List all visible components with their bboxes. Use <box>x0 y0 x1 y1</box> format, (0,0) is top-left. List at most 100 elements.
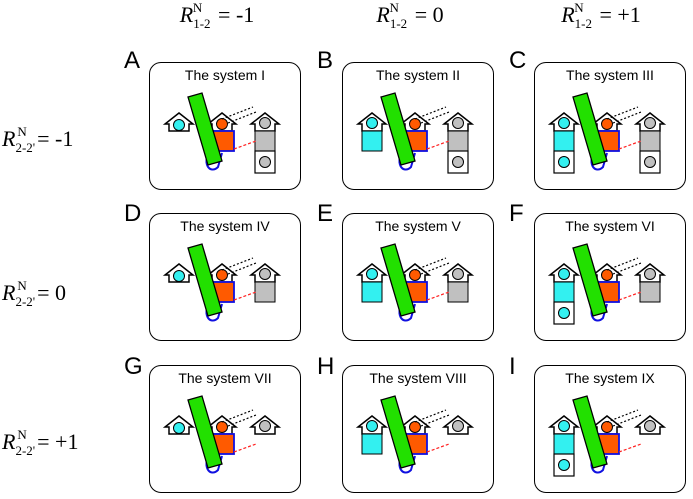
column-header-superscript: N <box>192 0 203 15</box>
orange-circle <box>216 118 228 130</box>
panel-letter-d: D <box>124 200 142 227</box>
row-header-relation: = +1 <box>37 429 79 454</box>
panel-letter-i: I <box>509 353 516 380</box>
gray-circle <box>644 420 656 432</box>
cyan-circle <box>173 119 185 131</box>
row-header-superscript: N <box>17 124 27 139</box>
panel-letter-e: E <box>317 200 334 227</box>
red-dashed-link <box>426 291 450 301</box>
red-dashed-link <box>426 140 450 150</box>
gray-square <box>447 281 469 303</box>
cyan-square <box>553 433 575 455</box>
gray-circle <box>452 117 464 129</box>
panel-letter-h: H <box>317 353 335 380</box>
green-bar <box>187 395 223 469</box>
cyan-circle <box>558 117 570 129</box>
orange-circle <box>216 421 228 433</box>
red-dashed-link <box>426 443 450 453</box>
red-dashed-link <box>618 140 642 150</box>
panel-system-8: The system VIII <box>342 365 494 493</box>
panel-letter-b: B <box>317 47 334 74</box>
panel-system-4: The system IV <box>149 213 301 341</box>
green-bar <box>380 243 416 317</box>
panel-letter-c: C <box>509 47 527 74</box>
gray-circle <box>259 268 271 280</box>
cyan-circle <box>366 117 378 129</box>
column-header-subscript: 1-2 <box>193 16 211 31</box>
black-dashed-link <box>221 106 254 120</box>
system-diagram <box>355 395 475 474</box>
column-header-symbol: R <box>376 2 390 27</box>
black-dashed-link <box>420 111 450 124</box>
system-diagram <box>355 92 475 174</box>
gray-square <box>254 130 276 152</box>
cyan-square <box>553 281 575 303</box>
panel-title: The system VI <box>565 218 655 234</box>
cyan-circle <box>558 156 570 168</box>
orange-circle <box>409 421 421 433</box>
red-dashed-link <box>233 140 257 150</box>
gray-circle <box>644 117 656 129</box>
cyan-circle <box>558 307 570 319</box>
panel-title: The system III <box>566 67 654 83</box>
column-header-subscript: 1-2 <box>574 16 592 31</box>
column-header-relation: = -1 <box>212 2 255 27</box>
red-dashed-link <box>618 443 642 453</box>
column-header-3: R1-2N = +1 <box>531 0 671 31</box>
panel-system-5: The system V <box>342 213 494 341</box>
panel-title: The system I <box>184 67 266 83</box>
black-dashed-link <box>612 414 642 427</box>
green-bar <box>187 92 223 166</box>
green-bar <box>572 92 608 166</box>
system-diagram <box>162 92 282 174</box>
black-dashed-link <box>420 414 450 427</box>
panel-letter-f: F <box>509 200 524 227</box>
cyan-square <box>361 130 383 152</box>
panel-system-3: The system III <box>534 62 686 190</box>
row-header-symbol: R <box>2 429 16 454</box>
column-header-relation: = +1 <box>593 2 641 27</box>
row-header-relation: = -1 <box>37 126 74 151</box>
panel-title: The system II <box>375 67 461 83</box>
panel-title: The system V <box>375 218 461 234</box>
gray-circle <box>452 420 464 432</box>
system-diagram <box>355 243 475 322</box>
orange-circle <box>601 269 613 281</box>
cyan-circle <box>173 270 185 282</box>
row-header-symbol: R <box>2 126 16 151</box>
black-dashed-link <box>227 262 257 275</box>
orange-circle <box>216 269 228 281</box>
column-header-symbol: R <box>179 2 194 27</box>
row-header-superscript: N <box>17 278 27 293</box>
black-dashed-link <box>227 414 257 427</box>
row-header-subscript: 2-2' <box>15 294 36 309</box>
black-dashed-link <box>612 111 642 124</box>
gray-circle <box>452 268 464 280</box>
column-header-1: R1-2N = -1 <box>147 0 287 31</box>
row-header-3: R2-2'N= +1 <box>2 427 117 458</box>
orange-circle <box>601 118 613 130</box>
system-diagram <box>547 395 667 477</box>
gray-square <box>447 130 469 152</box>
black-dashed-link <box>221 409 254 423</box>
cyan-circle <box>558 268 570 280</box>
orange-circle <box>601 421 613 433</box>
panel-system-6: The system VI <box>534 213 686 341</box>
row-header-subscript: 2-2' <box>15 140 36 155</box>
system-diagram <box>162 243 282 322</box>
system-diagram <box>547 92 667 174</box>
cyan-circle <box>366 268 378 280</box>
panel-letter-g: G <box>124 353 143 380</box>
row-header-subscript: 2-2' <box>15 443 36 458</box>
green-bar <box>187 243 223 317</box>
panel-system-9: The system IX <box>534 365 686 493</box>
cyan-circle <box>558 459 570 471</box>
black-dashed-link <box>606 257 639 271</box>
cyan-circle <box>558 420 570 432</box>
black-dashed-link <box>606 106 639 120</box>
black-dashed-link <box>606 409 639 423</box>
gray-circle <box>644 268 656 280</box>
gray-circle <box>259 420 271 432</box>
black-dashed-link <box>414 409 447 423</box>
gray-circle <box>259 117 271 129</box>
